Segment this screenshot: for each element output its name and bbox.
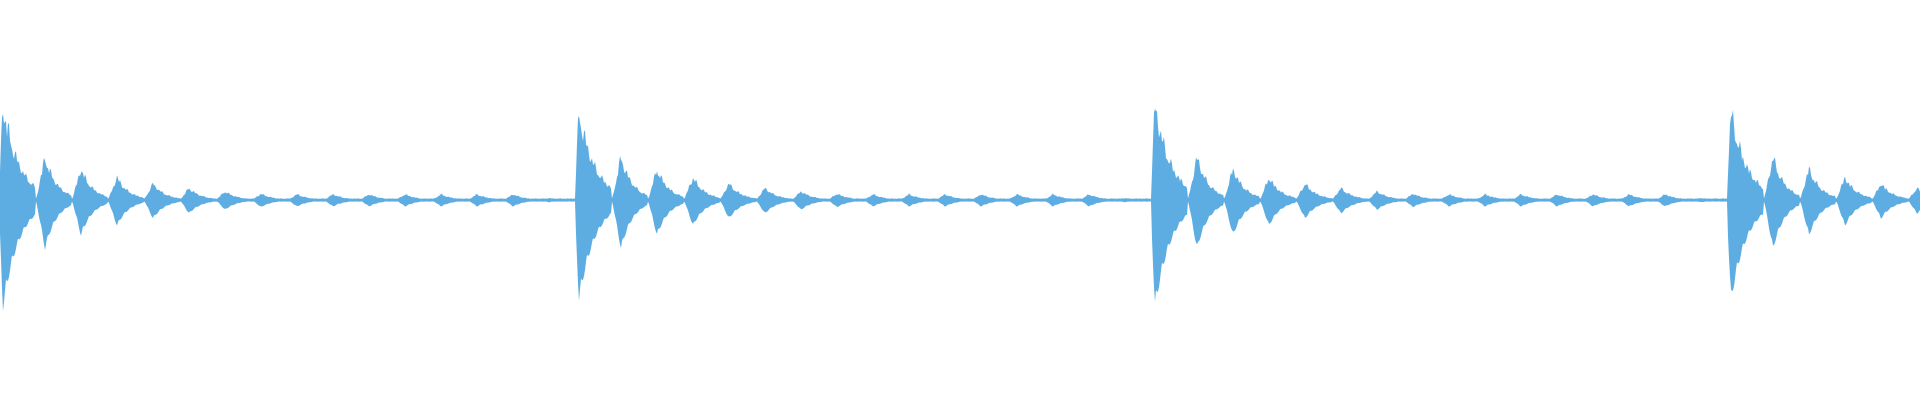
waveform-shape	[0, 108, 1920, 312]
